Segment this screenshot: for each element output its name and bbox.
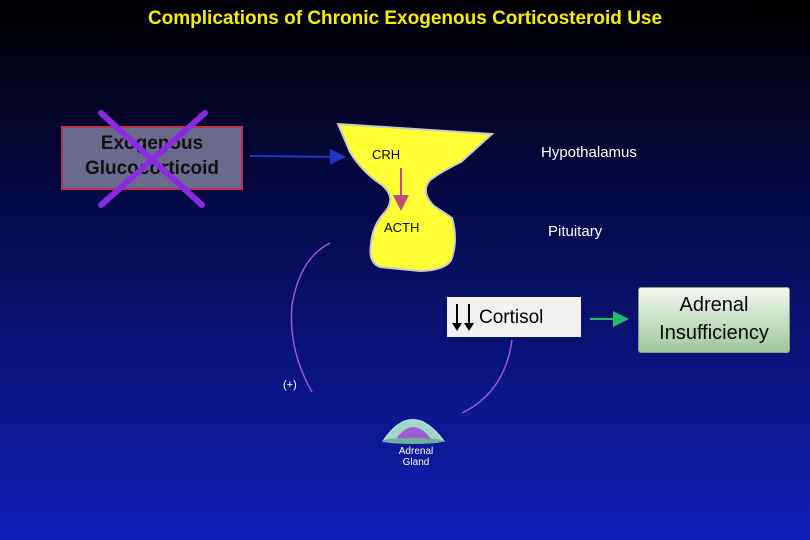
cortisol-label: Cortisol [479, 307, 544, 328]
exogenous-to-hypothalamus-arrow [249, 148, 346, 165]
adrenal-insufficiency-box [638, 287, 790, 353]
hypothalamus-label: Hypothalamus [541, 144, 637, 161]
adrenal-gland-icon [382, 419, 445, 444]
adrenal-gland-label: Adrenal Gland [398, 446, 434, 468]
crh-label: CRH [372, 147, 401, 162]
feedback-curve-pituitary [290, 242, 331, 393]
hypothalamus-pituitary-shape [336, 122, 495, 273]
acth-label: ACTH [384, 220, 420, 235]
adrenal-to-cortisol-curve [461, 339, 513, 414]
slide-title: Complications of Chronic Exogenous Corti… [147, 8, 663, 29]
positive-sign-label: (+) [283, 379, 297, 391]
decrease-arrows-icon [452, 304, 474, 331]
adrenal-insufficiency-label: Adrenal Insufficiency [659, 294, 769, 344]
cross-out-mark [98, 110, 208, 208]
pituitary-label: Pituitary [548, 223, 603, 240]
